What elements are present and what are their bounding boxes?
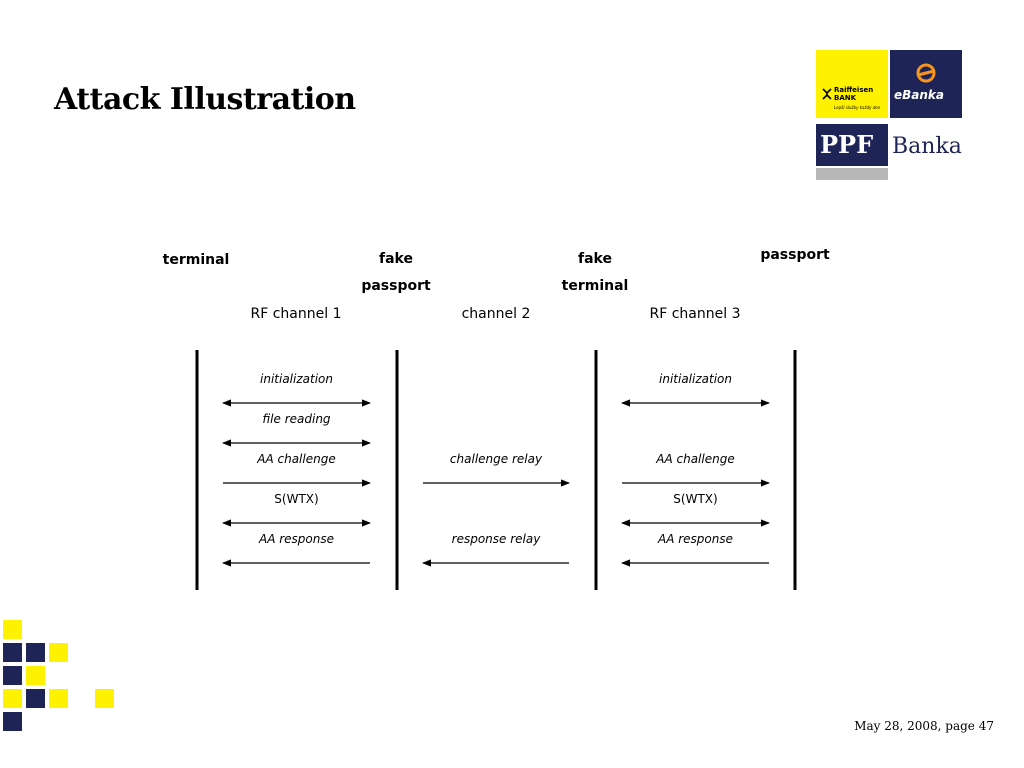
decor-square [3,620,22,639]
raiffeisen-name: Raiffeisen [834,86,874,94]
participant-fake-terminal: fake terminal [535,246,655,300]
decor-square [49,643,68,662]
ppf-banka-word: Banka [892,134,962,159]
participant-label: fake [578,251,612,267]
participant-label: terminal [561,278,629,294]
bank-logos: Raiffeisen BANK Lepší služby každý den e… [816,50,962,180]
message-layer: initialization initialization file reading… [222,372,770,567]
message-label: S(WTX) [673,492,717,506]
message-label: initialization [659,372,732,386]
participant-label: fake [379,251,413,267]
message-label: AA response [657,532,733,546]
message-label: AA challenge [256,452,335,466]
message-label: AA challenge [655,452,734,466]
message-label: initialization [260,372,333,386]
participant-passport: passport [735,247,855,263]
message-label: AA response [258,532,334,546]
ppf-name: PPF [820,130,874,159]
participant-label: passport [361,278,431,294]
ebanka-emblem-icon [916,63,936,83]
decor-square [3,689,22,708]
ebanka-name: eBanka [894,88,945,102]
slide-footer: May 28, 2008, page 47 [854,719,994,733]
raiffeisen-logo: Raiffeisen BANK Lepší služby každý den [816,50,888,118]
decor-square [49,689,68,708]
decor-square [26,689,45,708]
ppf-stripe [816,168,888,180]
decor-square [26,643,45,662]
message-label: challenge relay [450,452,543,466]
participant-label: terminal [162,252,230,268]
decor-square [3,643,22,662]
participant-fake-passport: fake passport [336,246,456,300]
decorative-squares [3,620,114,731]
channel-label: channel 2 [461,306,531,322]
decor-square [26,666,45,685]
message-label: response relay [452,532,542,546]
ebanka-logo: eBanka [890,50,962,118]
channel-label: RF channel 3 [649,306,741,322]
participant-terminal: terminal [136,252,256,268]
raiffeisen-tagline: Lepší služby každý den [834,105,881,110]
participant-label: passport [760,247,830,263]
raiffeisen-bank: BANK [834,94,857,102]
decor-square [95,689,114,708]
raiffeisen-gable-icon [822,88,832,100]
decor-square [3,666,22,685]
ppf-banka-logo: PPF Banka [816,124,962,180]
decor-square [3,712,22,731]
message-label: S(WTX) [274,492,318,506]
channel-label: RF channel 1 [250,306,342,322]
slide-title: Attack Illustration [54,82,356,117]
message-label: file reading [262,412,331,426]
